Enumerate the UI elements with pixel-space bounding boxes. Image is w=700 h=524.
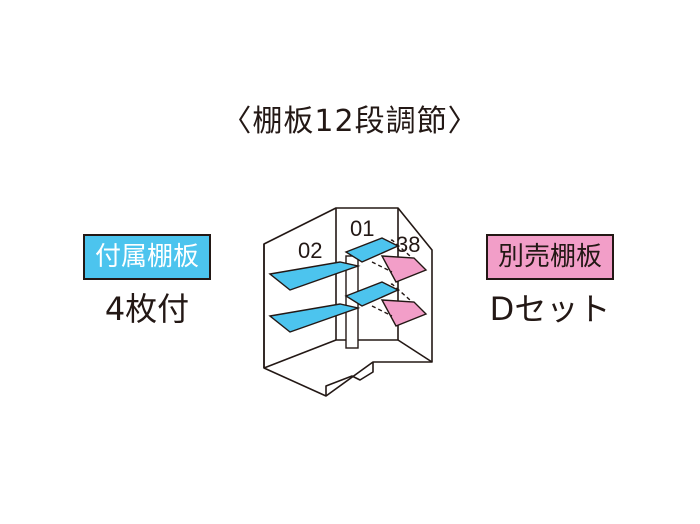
section-label-02: 02 (298, 238, 322, 263)
section-label-01: 01 (350, 216, 374, 241)
section-label-38: 38 (396, 232, 420, 257)
page-title: 〈棚板12段調節〉 (221, 104, 479, 139)
included-shelf-upper-left (268, 261, 361, 291)
optional-shelf-lower (380, 299, 428, 327)
optional-shelves-caption: Dセット (489, 290, 611, 328)
included-shelves-badge: 付属棚板 (83, 234, 211, 280)
optional-shelf-upper (380, 255, 428, 283)
included-shelf-upper-right (344, 237, 400, 263)
optional-shelves-badge: 別売棚板 (486, 234, 614, 280)
included-shelf-lower-right (344, 281, 400, 307)
included-shelves-caption: 4枚付 (104, 290, 190, 328)
included-shelves (268, 237, 400, 333)
optional-shelves (363, 239, 428, 327)
included-shelf-lower-left (268, 303, 361, 333)
